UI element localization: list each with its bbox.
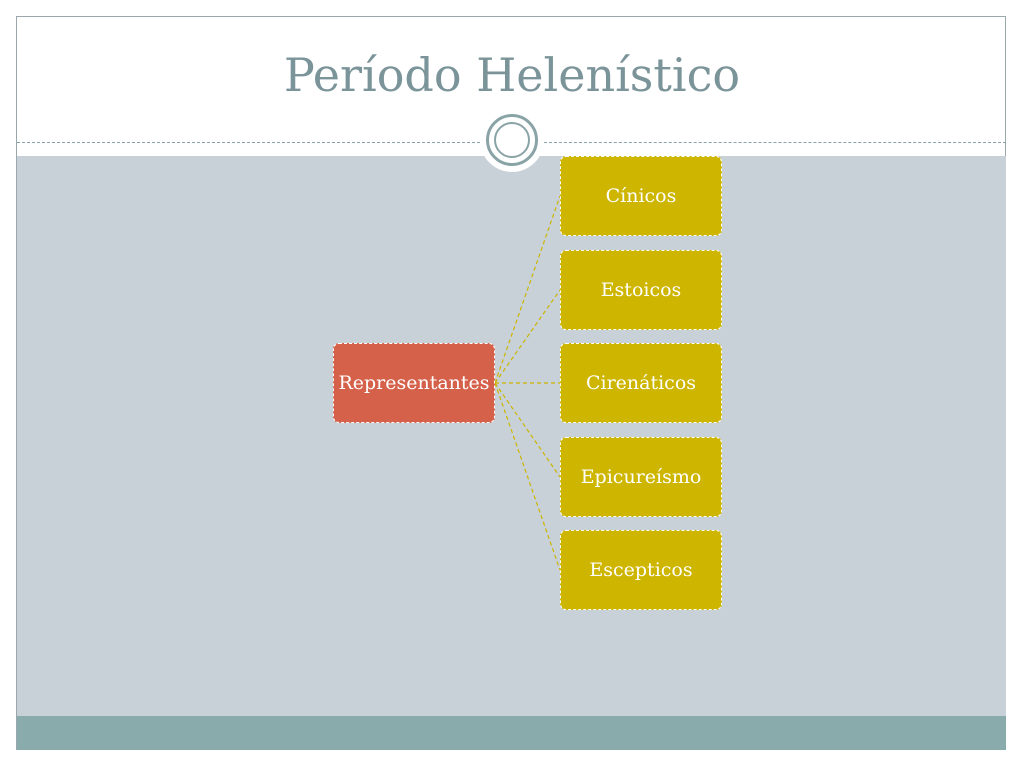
content-area xyxy=(17,156,1006,716)
connector-line-4 xyxy=(494,382,561,571)
connector-line-0 xyxy=(494,195,561,384)
root-node-representantes: Representantes xyxy=(333,343,495,423)
child-node-estoicos: Estoicos xyxy=(560,250,722,330)
child-node-cinicos: Cínicos xyxy=(560,156,722,236)
child-node-escepticos: Escepticos xyxy=(560,530,722,610)
footer-band xyxy=(17,716,1006,750)
ornament-inner-ring xyxy=(494,122,530,158)
child-node-cirenaticos: Cirenáticos xyxy=(560,343,722,423)
title-divider-left xyxy=(17,142,480,143)
connector-line-3 xyxy=(494,382,561,478)
slide-title: Período Helenístico xyxy=(283,48,741,102)
connector-line-1 xyxy=(494,289,561,384)
child-node-epicureismo: Epicureísmo xyxy=(560,437,722,517)
title-divider-right xyxy=(544,142,1006,143)
